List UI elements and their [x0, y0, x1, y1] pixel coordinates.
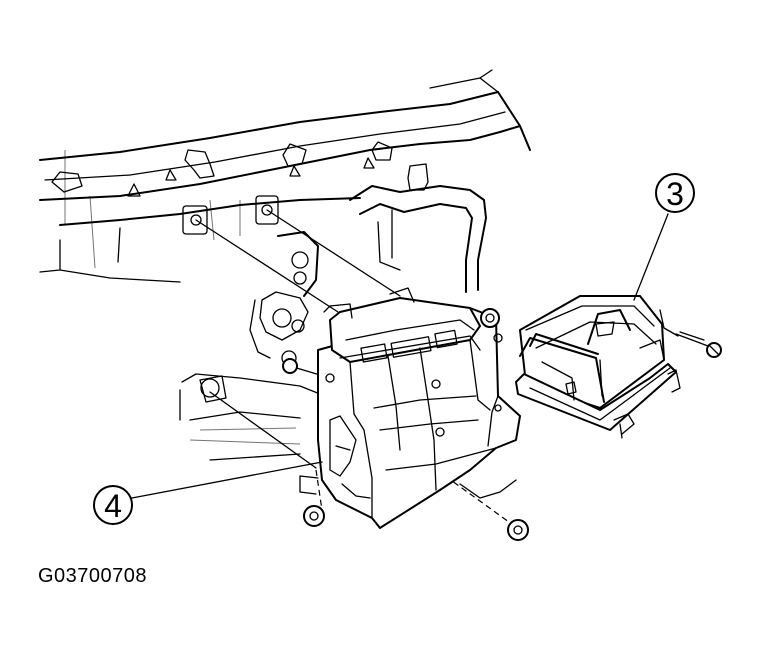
figure-id: G03700708 [38, 565, 148, 587]
callout-3-label: 3 [666, 176, 684, 212]
heater-unit-nuts [282, 308, 529, 541]
callout-4-label: 4 [104, 488, 122, 524]
callout-3: 3 [633, 173, 695, 301]
screw-icon [675, 331, 722, 358]
callout-4: 4 [93, 461, 323, 525]
heater-unit-case [299, 287, 521, 529]
heater-unit-cover [515, 295, 681, 439]
